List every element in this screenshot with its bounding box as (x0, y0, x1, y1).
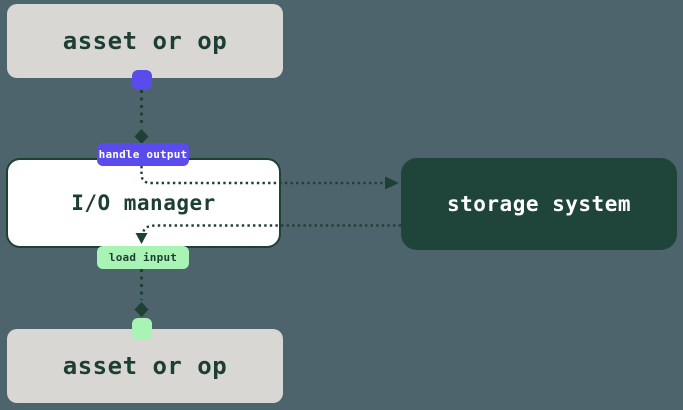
load-input-label: load input (108, 251, 178, 264)
asset-or-op-top-label: asset or op (62, 27, 228, 55)
right-arrowhead-storage (385, 176, 399, 190)
asset-or-op-bottom-label: asset or op (62, 352, 228, 380)
diamond-arrowhead-asset-bottom (134, 302, 149, 317)
handle-output-badge: handle output (97, 143, 189, 166)
handle-output-label: handle output (98, 148, 188, 161)
io-manager-node: I/O manager (6, 158, 281, 248)
storage-system-label: storage system (446, 192, 631, 216)
storage-system-node: storage system (401, 158, 677, 250)
output-handle-square (132, 70, 152, 90)
io-manager-label: I/O manager (71, 191, 216, 215)
load-input-badge: load input (97, 246, 189, 269)
diamond-arrowhead-handle-output (134, 129, 149, 144)
asset-or-op-top-node: asset or op (7, 4, 283, 78)
input-handle-square (132, 318, 152, 340)
asset-or-op-bottom-node: asset or op (7, 329, 283, 403)
